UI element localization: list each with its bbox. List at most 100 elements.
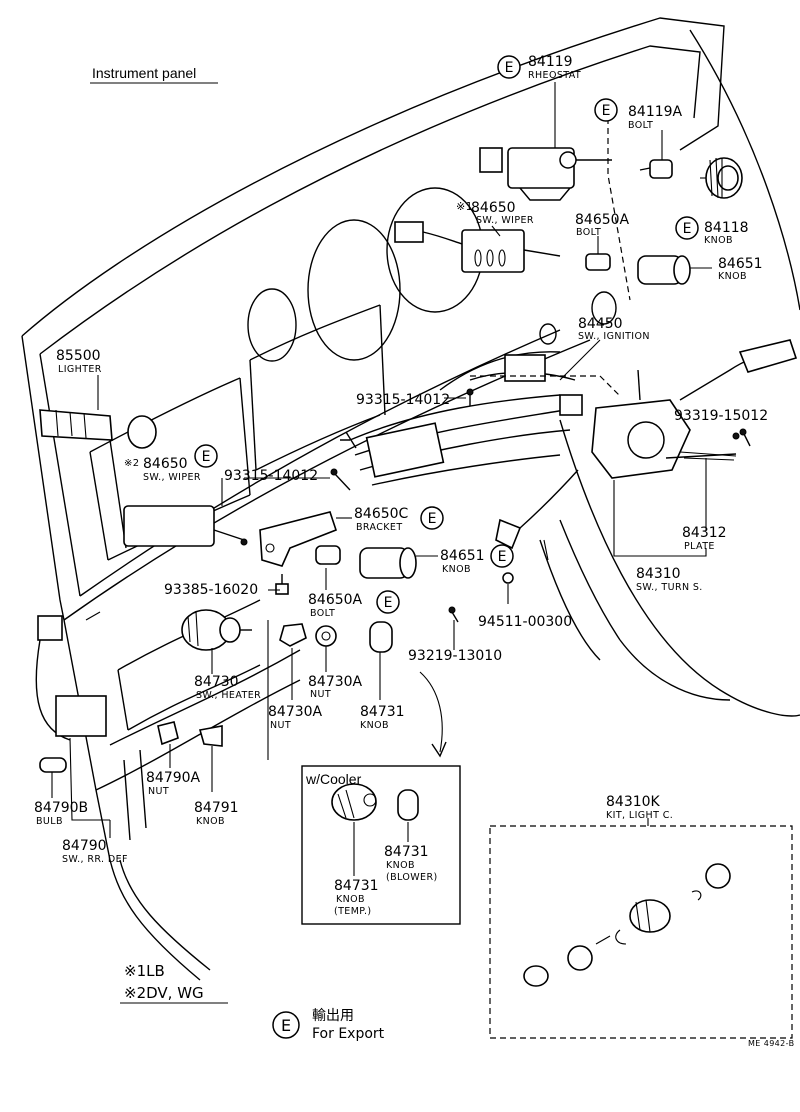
nuts-knobs-drawing <box>279 621 393 653</box>
part-name: KNOB <box>442 564 471 575</box>
part-number: 84790 <box>62 838 107 854</box>
part-name: BOLT <box>628 120 653 131</box>
part-number: 84119A <box>628 104 683 120</box>
export-mark-label: E <box>602 103 611 119</box>
export-mark-label: E <box>281 1016 291 1035</box>
part-number: 84650A <box>575 212 630 228</box>
part-number: 84790B <box>34 800 88 816</box>
export-markers: E E E E E E E E <box>194 55 699 1039</box>
part-number: 84730A <box>268 704 323 720</box>
note-mark: ※2 <box>124 458 140 469</box>
part-name: BOLT <box>310 608 335 619</box>
part-name: SW., TURN S. <box>636 582 703 593</box>
part-name: SW., IGNITION <box>578 331 650 342</box>
part-name: KNOB <box>386 860 415 871</box>
part-number: 84731 <box>334 878 379 894</box>
part-number: 84650C <box>354 506 409 522</box>
part-name: BULB <box>36 816 63 827</box>
legend-en: For Export <box>312 1026 385 1042</box>
export-mark-label: E <box>428 511 437 527</box>
part-name: NUT <box>270 720 291 731</box>
part-name: SW., RR. DEF <box>62 854 128 865</box>
part-name: KNOB <box>360 720 389 731</box>
part-number: 84791 <box>194 800 239 816</box>
bolt-84119a-drawing <box>639 159 673 179</box>
part-name: SW., WIPER <box>476 215 534 226</box>
instrument-panel-outline <box>21 17 800 981</box>
export-mark-icon <box>594 98 618 122</box>
part-name: BRACKET <box>356 522 403 533</box>
bolt-84650a-top-drawing <box>585 253 611 271</box>
knob-84651-mid-drawing <box>359 547 417 579</box>
wiring-harness <box>340 351 583 486</box>
part-number: 84731 <box>384 844 429 860</box>
rheostat-drawing <box>479 147 612 201</box>
export-mark-icon <box>272 1011 300 1039</box>
export-mark-icon <box>420 506 444 530</box>
bracket-drawing <box>259 511 337 567</box>
export-mark-icon <box>490 544 514 568</box>
part-name: NUT <box>148 786 169 797</box>
part-name: LIGHTER <box>58 364 102 375</box>
part-name: SW., WIPER <box>143 472 201 483</box>
part-name: SW., HEATER <box>196 690 261 701</box>
part-name: KNOB <box>704 235 733 246</box>
part-number: 93385-16020 <box>164 582 258 598</box>
export-mark-icon <box>675 216 699 240</box>
part-name: NUT <box>310 689 331 700</box>
part-number: 84730 <box>194 674 239 690</box>
part-number: 93315-14012 <box>224 468 318 484</box>
part-number: 84790A <box>146 770 201 786</box>
part-number: 85500 <box>56 348 101 364</box>
export-mark-label: E <box>683 221 692 237</box>
part-number: 84310K <box>606 794 661 810</box>
part-number: 84119 <box>528 54 573 70</box>
note-mark: ※1 <box>456 200 473 213</box>
part-number: 93219-13010 <box>408 648 502 664</box>
labels: Instrument panel 84119 RHEOSTAT 84119A B… <box>34 54 795 1048</box>
bolt-84650a-mid-drawing <box>315 545 341 565</box>
rr-def-switch-drawing <box>35 615 223 773</box>
cooler-box-title: w/Cooler <box>305 771 362 787</box>
part-name: KNOB <box>718 271 747 282</box>
legend-jp: 輸出用 <box>312 1008 354 1024</box>
reference-code: ME 4942-B <box>748 1039 795 1048</box>
screws <box>275 388 751 623</box>
export-mark-icon <box>194 444 218 468</box>
knob-84651-top-drawing <box>637 255 691 285</box>
part-number: 84118 <box>704 220 749 236</box>
part-name: KIT, LIGHT C. <box>606 810 673 821</box>
part-sub: (TEMP.) <box>334 906 371 917</box>
note-2: ※2DV, WG <box>124 984 204 1002</box>
part-number: 84650 <box>471 200 516 216</box>
part-number: 84651 <box>718 256 763 272</box>
part-sub: (BLOWER) <box>386 872 438 883</box>
export-mark-label: E <box>498 549 507 565</box>
knob-84118-drawing <box>705 157 743 199</box>
part-number: 84731 <box>360 704 405 720</box>
heater-switch-drawing <box>181 609 252 651</box>
part-number: 84312 <box>682 525 727 541</box>
part-number: 93319-15012 <box>674 408 768 424</box>
part-name: BOLT <box>576 227 601 238</box>
part-number: 93315-14012 <box>356 392 450 408</box>
page-title: Instrument panel <box>92 65 196 81</box>
wiper-switch-1-drawing <box>394 221 561 273</box>
wiper-switch-2-drawing <box>123 505 248 547</box>
part-number: 84651 <box>440 548 485 564</box>
turn-signal-switch-drawing <box>495 339 798 550</box>
export-mark-label: E <box>202 449 211 465</box>
leader-lines <box>51 82 712 838</box>
export-mark-icon <box>376 590 400 614</box>
part-number: 84730A <box>308 674 363 690</box>
cooler-box <box>301 765 461 925</box>
export-mark-label: E <box>505 60 514 76</box>
export-mark-icon <box>497 55 521 79</box>
export-mark-label: E <box>384 595 393 611</box>
part-number: 84650 <box>143 456 188 472</box>
note-1: ※1LB <box>124 962 165 980</box>
part-name: KNOB <box>196 816 225 827</box>
part-number: 84450 <box>578 316 623 332</box>
lighter-drawing <box>39 409 157 449</box>
